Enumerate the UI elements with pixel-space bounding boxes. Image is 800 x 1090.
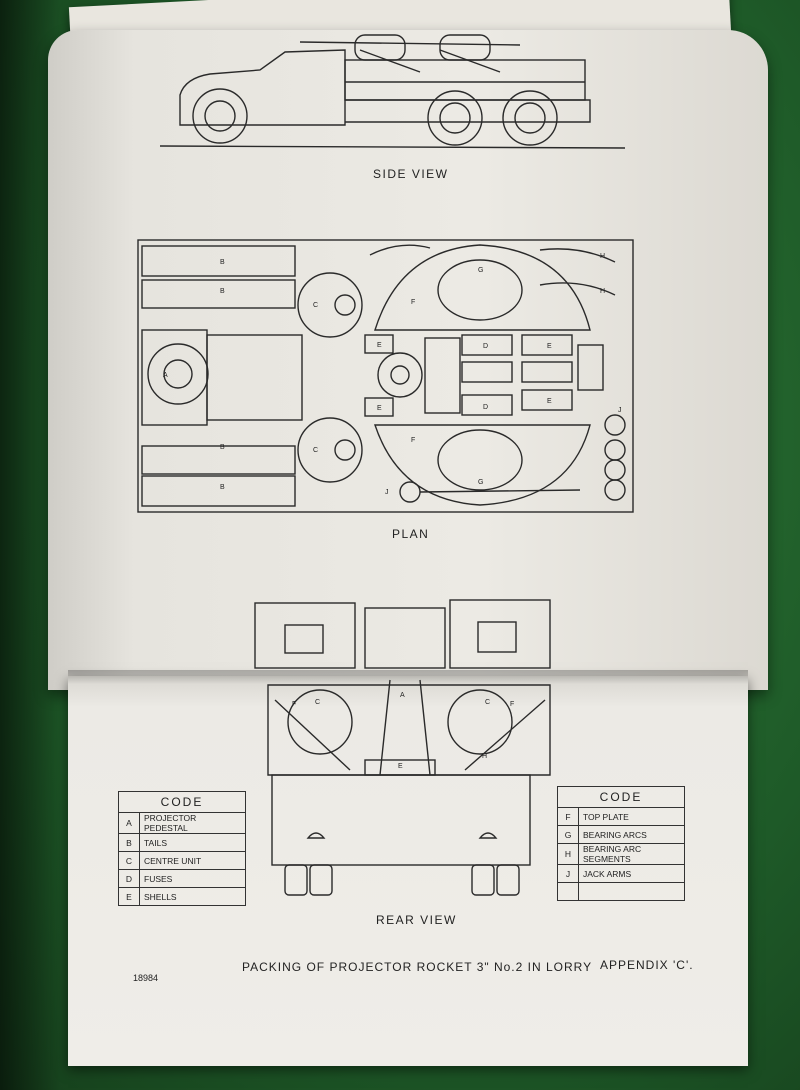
label-a-rear: A [400,692,405,699]
code-table-left-title: CODE [118,791,246,813]
label-h-rear: H [482,753,487,760]
plan-label: PLAN [392,527,430,541]
label-d-1: D [483,343,488,350]
label-c-rear-1: C [315,699,320,706]
code-table-right-title: CODE [557,786,685,808]
fold-out-upper-page [48,30,768,690]
label-b-1: B [220,259,225,266]
label-a: A [163,372,168,379]
label-j-2: J [385,489,389,496]
side-view-label: SIDE VIEW [373,167,449,181]
label-f-1: F [411,299,415,306]
label-c-rear-2: C [485,699,490,706]
label-e-4: E [547,398,552,405]
plan-drawing [137,239,634,513]
label-f-rear-1: F [292,701,296,708]
label-f-rear-2: F [510,701,514,708]
label-h-1: H [600,253,605,260]
label-c-2: C [313,447,318,454]
label-e-1: E [377,342,382,349]
label-c-1: C [313,302,318,309]
side-view-lorry-drawing [159,34,626,149]
appendix-label: APPENDIX 'C'. [600,958,694,972]
page-fold-crease [68,670,748,684]
label-e-rear: E [398,763,403,770]
label-g-2: G [478,479,483,486]
label-g-1: G [478,267,483,274]
rear-view-label: REAR VIEW [376,913,457,927]
label-j-1: J [618,407,622,414]
label-b-3: B [220,444,225,451]
label-h-2: H [600,288,605,295]
label-b-2: B [220,288,225,295]
label-e-3: E [547,343,552,350]
label-d-2: D [483,404,488,411]
table-row [557,882,685,901]
label-b-4: B [220,484,225,491]
drawing-caption: PACKING OF PROJECTOR ROCKET 3" No.2 IN L… [242,960,593,974]
label-e-2: E [377,405,382,412]
label-f-2: F [411,437,415,444]
document-number: 18984 [133,973,159,983]
rear-view-drawing [254,599,551,896]
